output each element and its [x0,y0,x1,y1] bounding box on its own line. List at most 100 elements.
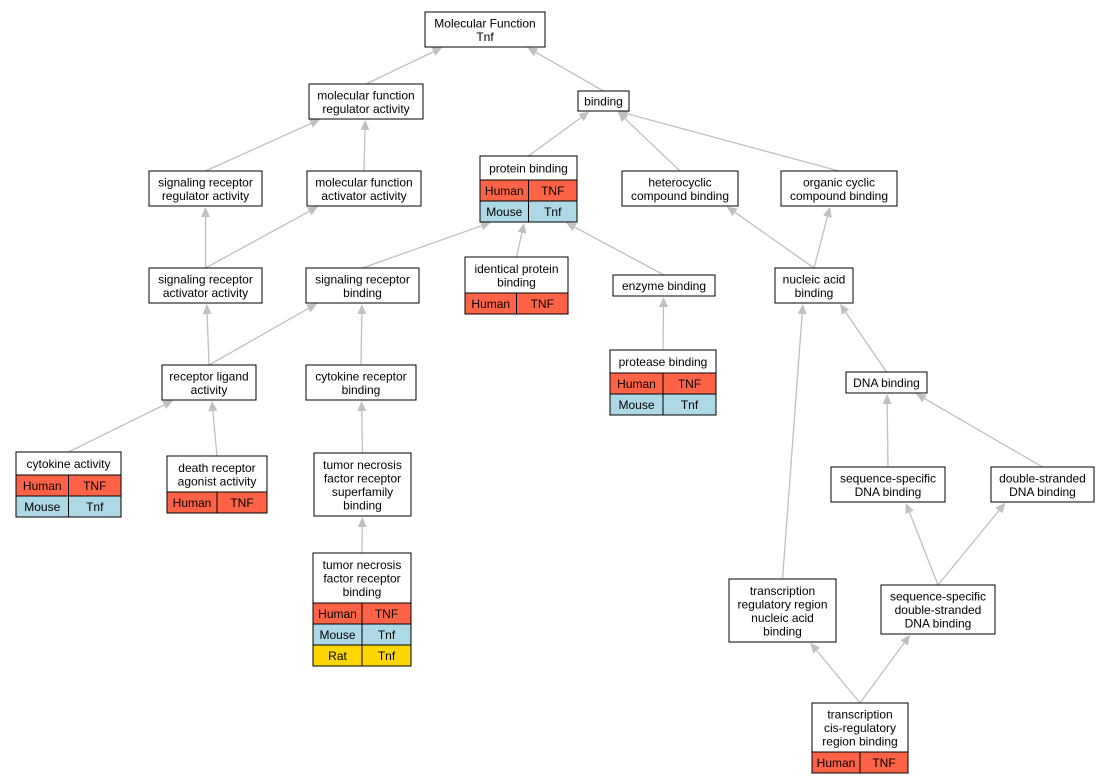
species-name: Human [23,479,62,493]
gene-symbol: Tnf [86,500,104,514]
node-label-line: compound binding [631,189,729,203]
edge-line [205,122,312,172]
edge-line [845,311,888,373]
edge-line [365,51,434,85]
arrowhead [208,400,218,412]
node-label-line: DNA binding [853,376,920,390]
arrowhead [162,400,174,409]
edge-binding-to-root [527,47,604,92]
node-box [577,90,630,112]
edge-sraa-to-mfaa [205,206,319,269]
gene-symbol: TNF [531,297,554,311]
edge-line [574,226,665,276]
node-box [612,274,716,297]
node-label-line: Molecular Function [434,16,535,30]
node-box [148,170,263,207]
edge-line [908,512,939,586]
gene-symbol: TNF [83,479,106,493]
go-node-dna[interactable]: DNA binding [845,371,928,394]
edge-hetero-to-binding [617,111,681,172]
node-box [312,552,412,604]
arrowhead [659,296,669,308]
arrowhead [202,303,212,315]
node-box [305,267,420,304]
arrowhead [726,206,738,217]
edge-line [816,650,861,704]
edge-nab-to-organic [813,206,832,269]
go-node-enzyme[interactable]: enzyme binding [612,274,716,297]
node-label-line: region binding [822,735,897,749]
arrowhead [480,221,492,230]
edge-protease-to-enzyme [659,296,669,351]
arrowhead [915,393,927,403]
node-box [728,578,837,643]
edge-line [212,410,218,457]
node-label-line: regulator activity [162,189,249,203]
arrowhead [306,303,318,313]
edge-line [624,118,681,172]
node-label-line: regulator activity [322,102,409,116]
edge-ipb-to-protein-binding [515,222,527,258]
gene-symbol: Tnf [681,398,699,412]
node-label-line: binding [343,286,382,300]
node-label-line: binding [763,624,802,638]
edge-line [360,313,363,366]
edge-line [361,410,364,454]
species-name: Human [485,184,524,198]
edge-mfaa-to-mfra [360,119,370,172]
node-label-line: double-stranded [999,471,1086,485]
edge-line [208,307,309,366]
edge-ssds-to-dsdna [937,502,1006,586]
edge-nab-to-hetero [726,206,815,269]
edge-protein-binding-to-binding [528,111,590,157]
arrowhead [307,206,319,216]
arrowhead [309,119,321,128]
node-label-line: signaling receptor [315,272,410,286]
species-name: Human [173,496,212,510]
node-label-line: DNA binding [1009,485,1076,499]
edge-line [813,216,829,269]
gene-symbol: Tnf [378,649,396,663]
go-node-binding[interactable]: binding [577,90,630,112]
node-box [161,364,257,401]
node-box [306,170,422,207]
node-box [148,267,263,304]
gene-symbol: TNF [678,377,701,391]
node-label-line: death receptor [178,461,255,475]
node-label-line: identical protein [474,262,558,276]
node-box [305,364,417,401]
node-label-line: DNA binding [905,617,972,631]
node-box [780,170,898,207]
arrowhead [839,303,850,315]
node-box [990,466,1095,503]
